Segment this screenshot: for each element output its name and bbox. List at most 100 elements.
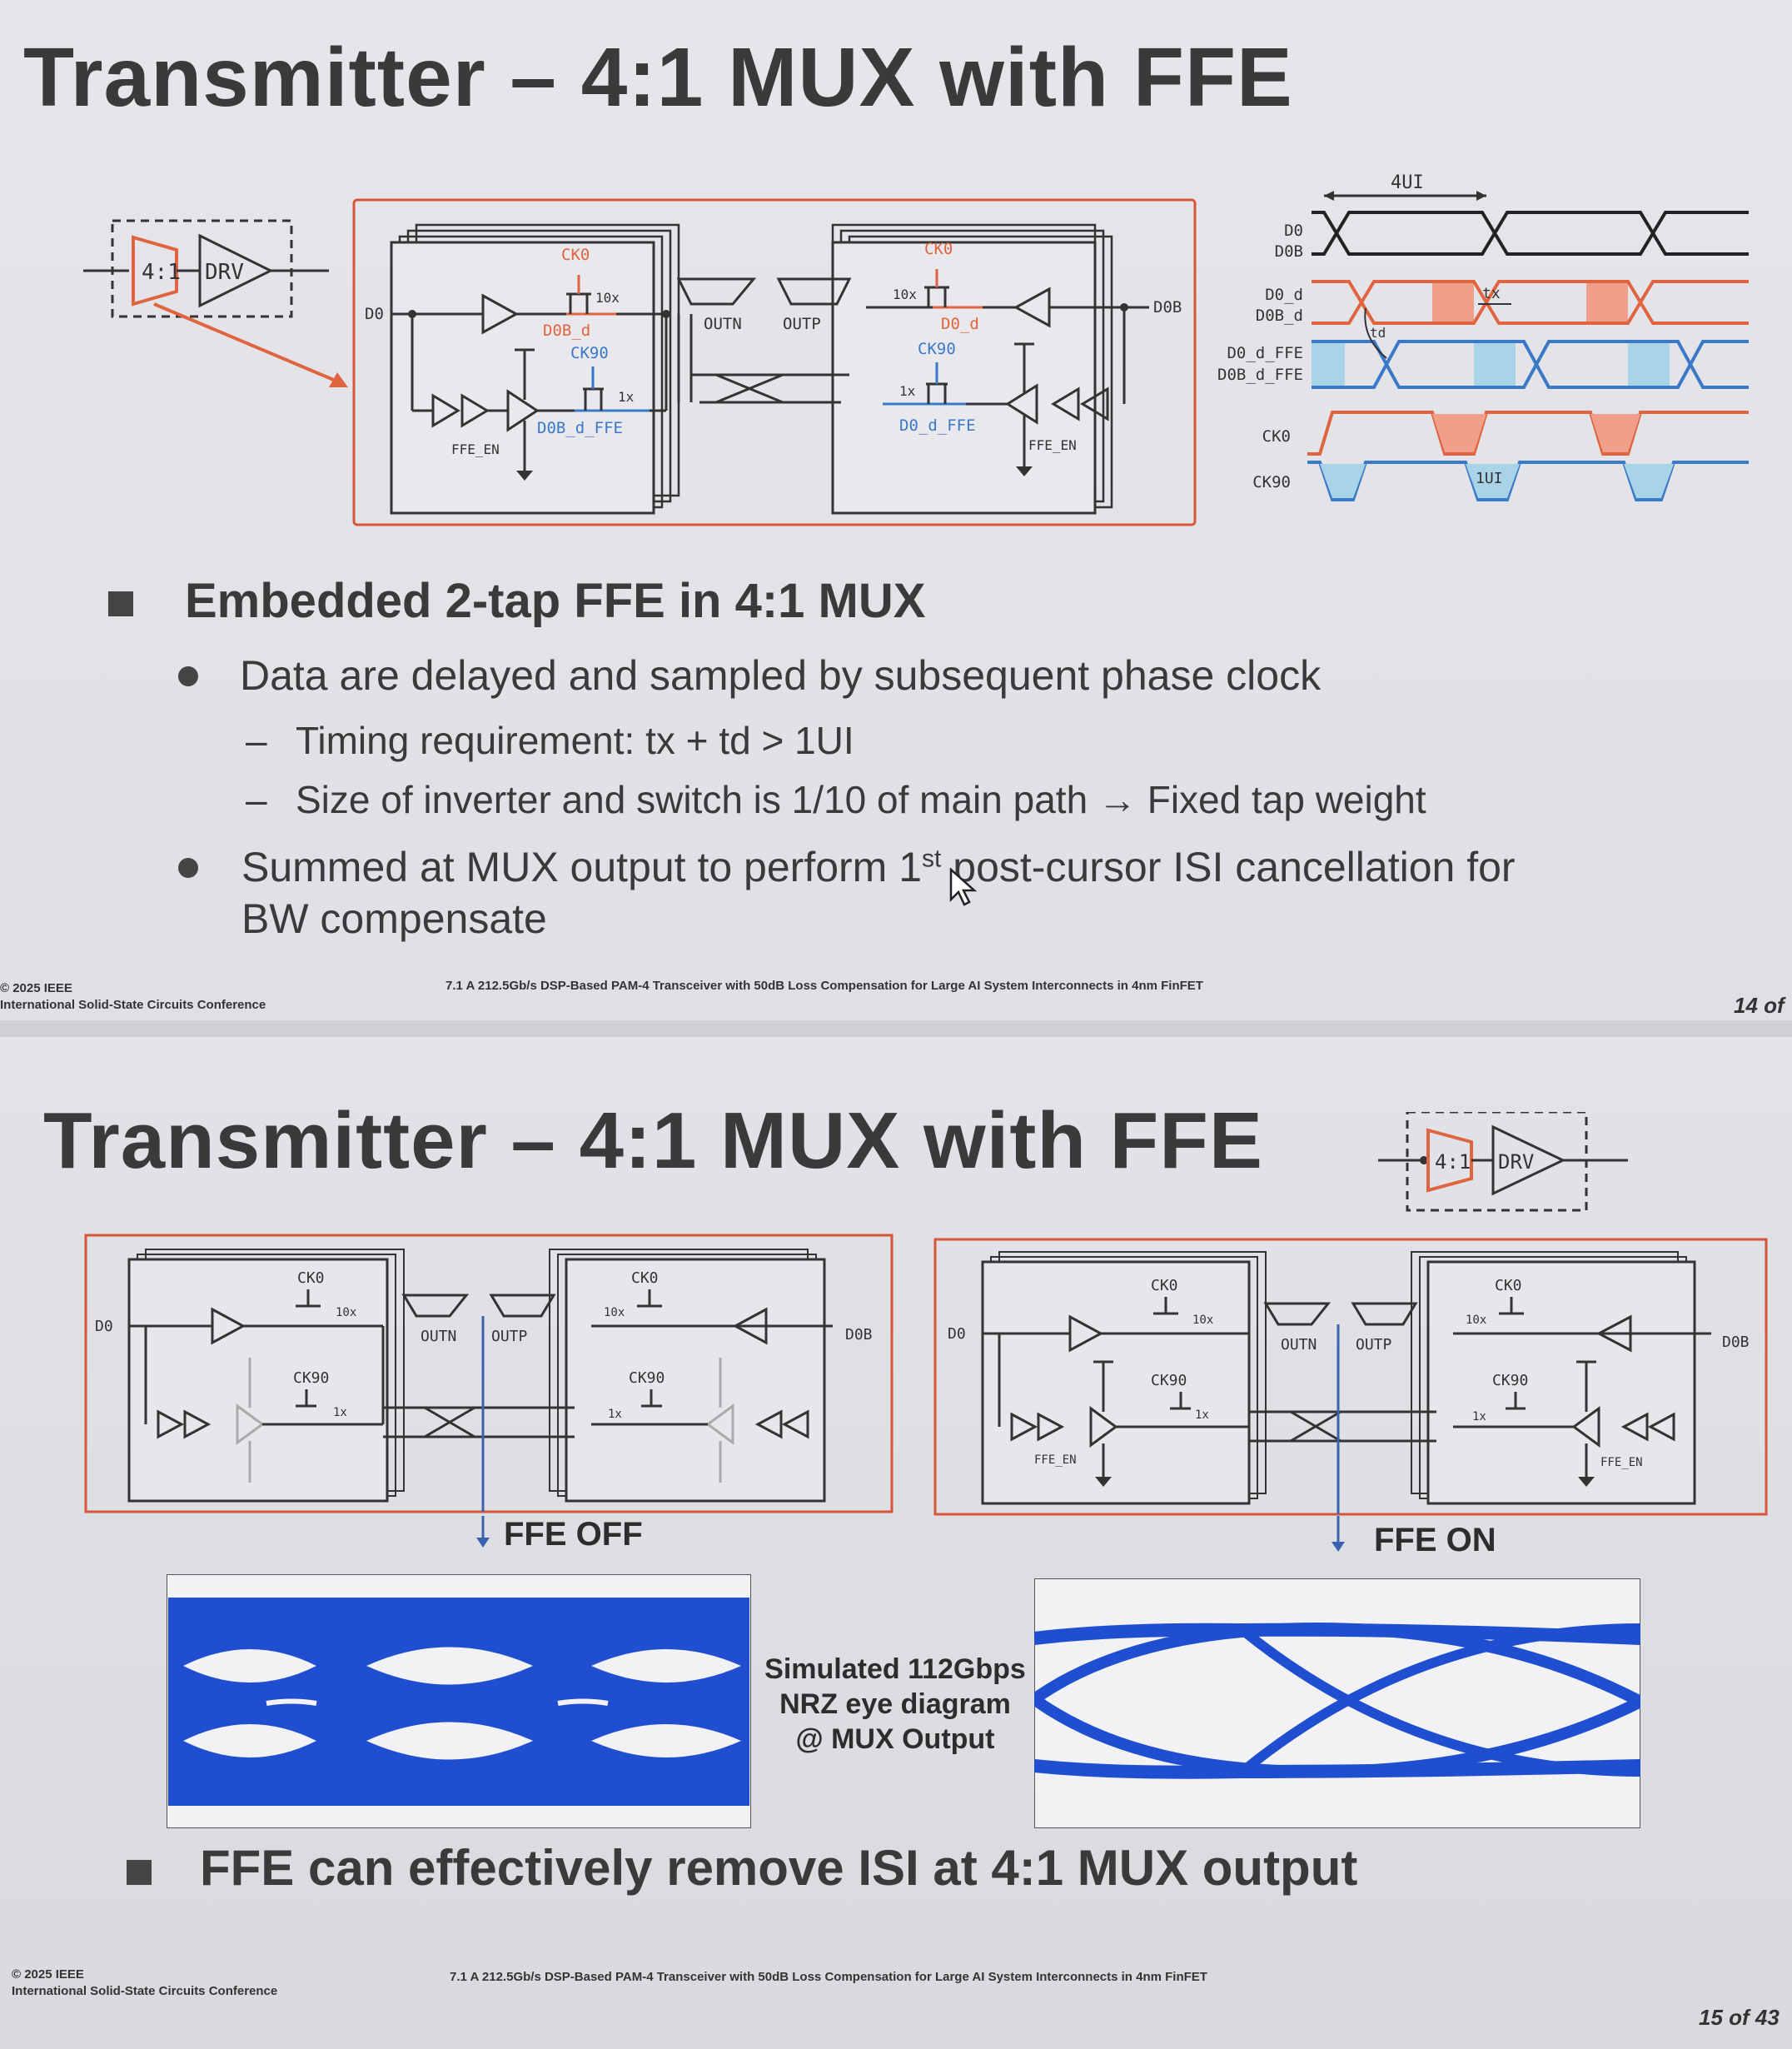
mux-ffe-schematic: D0 CK0 10x D0B_d FFE_EN CK90 1x — [352, 198, 1197, 526]
d0b-label: D0B — [1153, 298, 1182, 317]
svg-text:1x: 1x — [618, 389, 635, 405]
svg-text:D0B: D0B — [845, 1326, 873, 1344]
svg-text:10x: 10x — [893, 287, 917, 302]
footer-conference: International Solid-State Circuits Confe… — [12, 1984, 278, 1998]
d0b-d-ffe-label: D0B_d_FFE — [537, 419, 623, 437]
svg-text:D0: D0 — [95, 1318, 113, 1335]
bullet-main: Embedded 2-tap FFE in 4:1 MUX — [185, 574, 926, 628]
bullet-square — [127, 1860, 152, 1885]
slide-14: Transmitter – 4:1 MUX with FFE 4:1 DRV D… — [0, 0, 1792, 1020]
timing-diagram: 4UI D0 D0B D0_d D0B_d D0_d_FFE D0B_d_FFE… — [1217, 172, 1749, 501]
svg-text:1x: 1x — [1195, 1408, 1209, 1422]
svg-text:FFE_EN: FFE_EN — [1600, 1456, 1643, 1469]
mouse-cursor-icon — [949, 868, 978, 906]
mux-label: 4:1 — [142, 260, 181, 285]
mux-label: 4:1 — [1435, 1150, 1471, 1174]
bullet-sub2: Summed at MUX output to perform 1st post… — [241, 844, 1516, 890]
td-label: td — [1370, 325, 1386, 341]
drv-label: DRV — [205, 260, 244, 285]
footer-conference: International Solid-State Circuits Confe… — [0, 998, 266, 1012]
dash-sub1a: – — [246, 719, 267, 762]
svg-text:D0B_d: D0B_d — [1256, 307, 1303, 325]
svg-text:CK90: CK90 — [1252, 473, 1291, 491]
svg-text:CK90: CK90 — [1492, 1372, 1528, 1389]
footer-copyright: © 2025 IEEE — [12, 1967, 84, 1982]
svg-text:1x: 1x — [608, 1408, 622, 1421]
page-number: 15 of 43 — [1699, 2005, 1780, 2030]
ck0-label-left: CK0 — [561, 246, 590, 264]
eye-caption: Simulated 112Gbps NRZ eye diagram @ MUX … — [764, 1653, 1026, 1755]
ck90-label-left: CK90 — [570, 344, 609, 362]
bullet-dot — [178, 666, 198, 686]
svg-text:OUTN: OUTN — [421, 1328, 456, 1345]
footer-paper: 7.1 A 212.5Gb/s DSP-Based PAM-4 Transcei… — [446, 979, 1203, 993]
svg-text:1x: 1x — [899, 383, 916, 399]
bullet-main: FFE can effectively remove ISI at 4:1 MU… — [200, 1840, 1358, 1896]
schematic-ffe-on: D0 CK0 10x FFE_EN CK90 1x OUTN OUTP D0B — [933, 1238, 1768, 1516]
svg-text:D0_d: D0_d — [1265, 286, 1303, 304]
svg-text:CK90: CK90 — [293, 1369, 329, 1387]
svg-text:D0B: D0B — [1722, 1334, 1750, 1351]
bullet-sub1: Data are delayed and sampled by subseque… — [240, 652, 1322, 699]
svg-text:CK0: CK0 — [1262, 427, 1291, 446]
svg-text:1x: 1x — [1472, 1410, 1486, 1423]
svg-text:OUTP: OUTP — [1356, 1336, 1392, 1354]
svg-text:FFE_EN: FFE_EN — [1028, 437, 1077, 453]
ffe-off-label: FFE OFF — [504, 1516, 643, 1553]
d0b-d-label: D0B_d — [543, 322, 590, 340]
ffe-off-arrow — [476, 1516, 490, 1548]
1ui-label: 1UI — [1476, 470, 1503, 487]
ck90-label-right: CK90 — [918, 340, 956, 358]
bullet-square — [108, 591, 133, 616]
footer-copyright: © 2025 IEEE — [0, 981, 72, 995]
bullet-sub2-line2: BW compensate — [241, 895, 547, 942]
svg-text:10x: 10x — [604, 1306, 625, 1319]
bullet-dot — [178, 858, 198, 878]
mux-drv-block-diagram: 4:1 DRV — [1378, 1112, 1628, 1212]
eye-diagram-ffe-on — [1034, 1578, 1640, 1828]
d0-d-ffe-label: D0_d_FFE — [899, 416, 976, 435]
outp-label: OUTP — [783, 315, 821, 333]
footer-paper: 7.1 A 212.5Gb/s DSP-Based PAM-4 Transcei… — [450, 1970, 1207, 1984]
ffe-on-label: FFE ON — [1374, 1522, 1496, 1558]
svg-text:CK0: CK0 — [297, 1269, 325, 1287]
svg-text:OUTN: OUTN — [1281, 1336, 1317, 1354]
svg-text:CK0: CK0 — [1151, 1277, 1178, 1294]
svg-text:CK90: CK90 — [629, 1369, 665, 1387]
bullet-sub1b: Size of inverter and switch is 1/10 of m… — [296, 778, 1426, 821]
svg-text:FFE_EN: FFE_EN — [451, 441, 500, 457]
slide-15: Transmitter – 4:1 MUX with FFE 4:1 DRV D… — [0, 1037, 1792, 2049]
svg-text:CK90: CK90 — [1151, 1372, 1187, 1389]
svg-text:OUTP: OUTP — [491, 1328, 528, 1345]
svg-text:10x: 10x — [595, 290, 620, 306]
svg-text:CK0: CK0 — [1495, 1277, 1522, 1294]
ck0-label-right: CK0 — [924, 240, 953, 258]
slide-title: Transmitter – 4:1 MUX with FFE — [43, 1096, 1263, 1185]
dash-sub1b: – — [246, 778, 267, 821]
slide-gap — [0, 1020, 1792, 1037]
d0-label: D0 — [365, 305, 384, 323]
page-number: 14 of — [1734, 993, 1785, 1018]
svg-text:10x: 10x — [1466, 1314, 1486, 1327]
tx-label: tx — [1482, 285, 1501, 302]
outn-label: OUTN — [704, 315, 742, 333]
mux-drv-block-diagram: 4:1 DRV — [83, 219, 348, 387]
svg-text:1x: 1x — [333, 1406, 347, 1419]
bullet-sub1a: Timing requirement: tx + td > 1UI — [296, 719, 854, 762]
svg-text:10x: 10x — [336, 1306, 356, 1319]
svg-text:10x: 10x — [1192, 1314, 1213, 1327]
svg-text:D0: D0 — [1284, 222, 1303, 240]
eye-diagram-ffe-off — [167, 1574, 751, 1828]
svg-text:D0: D0 — [948, 1325, 966, 1343]
drv-label: DRV — [1498, 1150, 1534, 1174]
span-4ui-label: 4UI — [1391, 172, 1424, 193]
ffe-on-arrow — [1332, 1516, 1345, 1552]
svg-text:CK0: CK0 — [631, 1269, 659, 1287]
schematic-ffe-off: D0 CK0 10x CK90 1x OUTN OUTP D0B CK0 — [84, 1234, 894, 1513]
svg-text:FFE_EN: FFE_EN — [1034, 1453, 1077, 1467]
svg-text:D0_d_FFE: D0_d_FFE — [1227, 344, 1303, 362]
slide-title: Transmitter – 4:1 MUX with FFE — [23, 31, 1293, 124]
svg-text:D0B: D0B — [1275, 242, 1303, 261]
d0-d-label: D0_d — [941, 315, 979, 333]
svg-text:D0B_d_FFE: D0B_d_FFE — [1217, 366, 1303, 384]
